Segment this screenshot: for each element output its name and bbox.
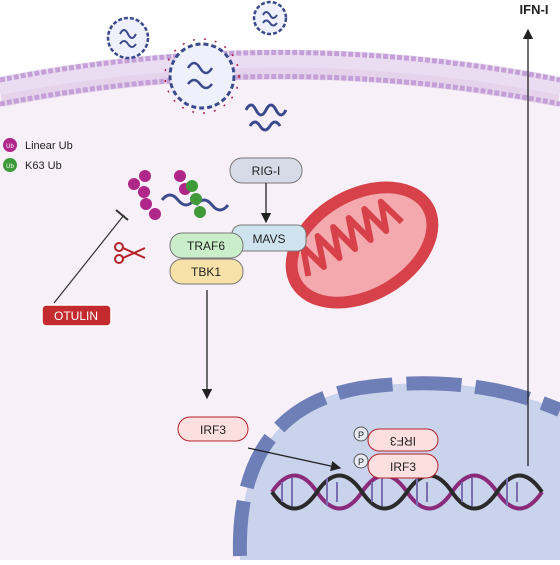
linear-ub-label: Linear Ub [25, 140, 73, 152]
ubiquitin-chains [128, 170, 230, 220]
rig-i-node: RIG-I [229, 157, 303, 184]
k63-ub-chain-icon [186, 180, 206, 218]
irf3-label: IRF3 [200, 423, 226, 437]
virus-icon [106, 16, 150, 60]
irf3-dimer-top-label: IRF3 [390, 434, 416, 448]
phospho-icon [353, 426, 369, 442]
phospho-label: P [358, 430, 364, 440]
traf6-label: TRAF6 [187, 239, 225, 253]
virus-particles [106, 0, 288, 132]
plasma-membrane [0, 49, 560, 107]
linear-ub-badge-text: Ub [6, 144, 14, 150]
phospho-icon [353, 453, 369, 469]
ifn-i-label: IFN-I [520, 2, 549, 17]
legend: Ub Linear Ub Ub K63 Ub [3, 138, 73, 172]
tbk1-label: TBK1 [191, 265, 221, 279]
viral-rna-icon [244, 103, 288, 132]
irf3-translocation-arrow [247, 447, 342, 472]
virus-icon [164, 38, 240, 114]
irf3-dimer: IRF3 P IRF3 P [353, 426, 439, 479]
traf6-node: TRAF6 [169, 232, 244, 259]
legend-k63-ub: Ub K63 Ub [3, 158, 62, 172]
irf3-cytoplasm-node: IRF3 [177, 416, 249, 442]
irf3-dimer-bottom: IRF3 P [353, 453, 439, 479]
k63-ub-badge-text: Ub [6, 164, 14, 170]
linear-ub-badge-icon [3, 138, 17, 152]
irf3-dimer-bottom-label: IRF3 [390, 460, 416, 474]
mavs-label: MAVS [252, 232, 285, 246]
irf3-dimer-top: IRF3 P [353, 426, 439, 452]
dna-helix [270, 473, 544, 511]
k63-ub-label: K63 Ub [25, 160, 62, 172]
otulin-label: OTULIN [54, 309, 98, 323]
otulin-node: OTULIN [41, 304, 112, 327]
scissors-icon [114, 242, 146, 264]
legend-linear-ub: Ub Linear Ub [3, 138, 73, 152]
phospho-label: P [358, 457, 364, 467]
rig-i-label: RIG-I [252, 164, 281, 178]
virus-icon [252, 0, 288, 36]
linear-ub-chain-icon [128, 170, 191, 220]
k63-ub-badge-icon [3, 158, 17, 172]
tbk1-node: TBK1 [169, 258, 244, 285]
otulin-cleavage [53, 209, 146, 304]
mitochondrion [285, 181, 439, 309]
